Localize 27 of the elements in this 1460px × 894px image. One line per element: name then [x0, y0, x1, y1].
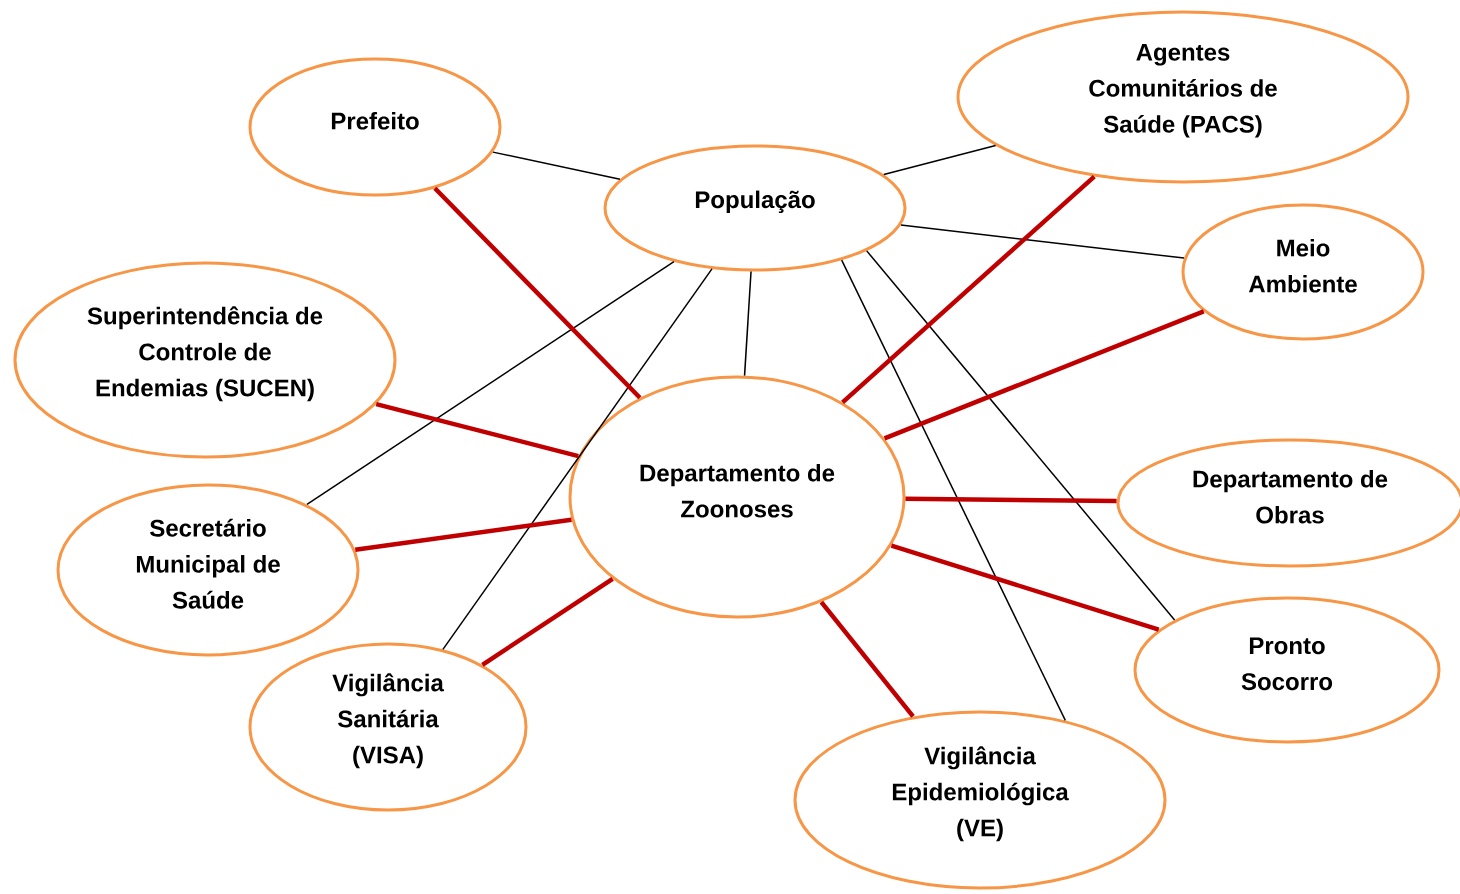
connector-line — [743, 270, 752, 377]
connector-line — [433, 186, 642, 400]
connector-line — [492, 151, 621, 180]
connector-line — [905, 496, 1117, 504]
connector-line — [375, 401, 579, 459]
connector-line — [841, 174, 1096, 404]
connector-line — [883, 144, 997, 176]
connector-line — [865, 250, 1176, 621]
connector-line — [883, 309, 1205, 441]
connector-line — [306, 260, 675, 506]
connector-line — [819, 600, 915, 718]
ellipse-node: Vigilância Epidemiológica (VE) — [793, 710, 1167, 890]
ellipse-node: Vigilância Sanitária (VISA) — [248, 642, 528, 812]
connector-line — [354, 517, 572, 552]
connector-line — [900, 224, 1185, 259]
ellipse-node: Superintendência de Controle de Endemias (SUCEN) — [13, 261, 397, 459]
connector-line — [442, 268, 713, 651]
ellipse-node: Pronto Socorro — [1133, 596, 1441, 744]
ellipse-node: Prefeito — [248, 57, 502, 197]
ellipse-node: População — [603, 144, 907, 272]
connector-line — [890, 543, 1160, 632]
ellipse-node: Secretário Municipal de Saúde — [56, 483, 360, 657]
connector-line — [840, 259, 1067, 722]
ellipse-node: Meio Ambiente — [1181, 203, 1425, 341]
connector-line — [481, 577, 614, 667]
ellipse-node: Agentes Comunitários de Saúde (PACS) — [956, 10, 1410, 184]
ellipse-node: Departamento de Zoonoses — [568, 375, 906, 619]
